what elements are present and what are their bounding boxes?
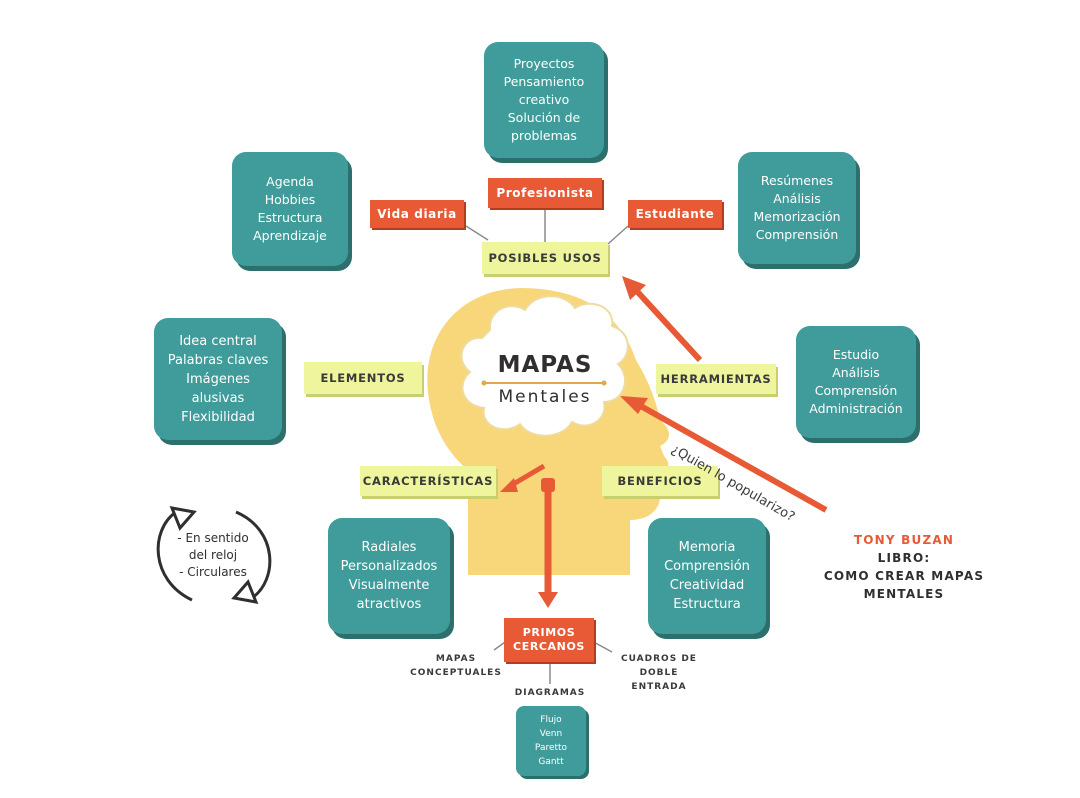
professional-label: Profesionista <box>488 178 602 208</box>
close-relatives-line-1: PRIMOS <box>522 626 576 639</box>
concept-maps-line: CONCEPTUALES <box>410 668 502 678</box>
double-entry-line: DOBLE <box>639 668 679 678</box>
cycle-arrow-left <box>156 510 193 602</box>
daily-label: Vida diaria <box>370 200 464 228</box>
center-subtitle: Mentales <box>498 387 592 407</box>
concept-maps-line: MAPAS <box>435 654 477 664</box>
close-relatives-label: PRIMOS CERCANOS <box>504 618 594 662</box>
benefits-item: Creatividad <box>669 578 745 593</box>
professional-item: Pensamiento <box>503 74 585 89</box>
tools-item: Estudio <box>832 347 880 362</box>
possible-uses-label: POSIBLES USOS <box>482 242 608 274</box>
professional-item: Proyectos <box>513 56 575 71</box>
direction-item: - En sentido <box>177 531 249 545</box>
direction-note: - En sentido del reloj - Circulares <box>170 530 256 581</box>
double-entry-tables-label: CUADROS DE DOBLE ENTRADA <box>612 652 706 694</box>
elements-label: ELEMENTOS <box>304 362 422 394</box>
diagrams-item: Venn <box>539 729 563 739</box>
student-item: Análisis <box>773 191 821 206</box>
daily-uses-box: Agenda Hobbies Estructura Aprendizaje <box>232 152 348 266</box>
elements-item: Imágenes <box>186 371 250 387</box>
tools-box: Estudio Análisis Comprensión Administrac… <box>796 326 916 438</box>
student-item: Resúmenes <box>760 173 834 188</box>
characteristics-item: atractivos <box>356 597 422 612</box>
direction-item: del reloj <box>188 548 238 562</box>
elements-box: Idea central Palabras claves Imágenes al… <box>154 318 282 440</box>
tools-item: Análisis <box>832 365 880 380</box>
daily-item: Estructura <box>257 210 323 225</box>
daily-item: Agenda <box>266 174 314 189</box>
characteristics-item: Radiales <box>361 540 417 555</box>
student-item: Comprensión <box>755 227 839 242</box>
tools-item: Comprensión <box>814 383 898 398</box>
benefits-item: Estructura <box>673 597 741 612</box>
diagrams-item: Flujo <box>540 715 562 725</box>
characteristics-label: CARACTERÍSTICAS <box>360 466 496 496</box>
direction-item: - Circulares <box>179 565 247 579</box>
characteristics-item: Visualmente <box>348 578 430 593</box>
thought-cloud <box>460 295 629 437</box>
professional-item: problemas <box>511 128 577 143</box>
book-title-line-2: MENTALES <box>863 587 945 601</box>
double-entry-line: CUADROS DE <box>621 654 697 664</box>
diagrams-box: Flujo Venn Paretto Gantt <box>516 706 586 776</box>
elements-item: Flexibilidad <box>181 409 255 425</box>
close-relatives-line-2: CERCANOS <box>513 640 585 653</box>
diagrams-item: Gantt <box>538 757 564 767</box>
popularized-author: TONY BUZAN <box>853 533 955 547</box>
diagrams-item: Paretto <box>534 743 568 753</box>
elements-item: Idea central <box>179 333 257 349</box>
diagrams-label: DIAGRAMAS <box>514 688 586 698</box>
student-uses-box: Resúmenes Análisis Memorización Comprens… <box>738 152 856 264</box>
benefits-item: Comprensión <box>664 559 750 574</box>
double-entry-line: ENTRADA <box>631 682 687 692</box>
benefits-label: BENEFICIOS <box>602 466 718 496</box>
book-title-line-1: COMO CREAR MAPAS <box>823 569 985 583</box>
concept-maps-label: MAPAS CONCEPTUALES <box>404 652 508 680</box>
student-item: Memorización <box>753 209 841 224</box>
characteristics-box: Radiales Personalizados Visualmente atra… <box>328 518 450 634</box>
tools-item: Administración <box>809 401 903 416</box>
benefits-item: Memoria <box>678 540 736 555</box>
tools-label: HERRAMIENTAS <box>656 364 776 394</box>
benefits-box: Memoria Comprensión Creatividad Estructu… <box>648 518 766 634</box>
elements-item: alusivas <box>191 390 245 406</box>
professional-item: Solución de <box>507 110 581 125</box>
elements-item: Palabras claves <box>167 352 269 368</box>
characteristics-item: Personalizados <box>340 559 438 574</box>
daily-item: Aprendizaje <box>253 228 327 243</box>
professional-uses-box: Proyectos Pensamiento creativo Solución … <box>484 42 604 158</box>
cycle-arrow-right <box>235 510 272 600</box>
professional-item: creativo <box>518 92 570 107</box>
center-title: MAPAS <box>497 352 593 378</box>
daily-item: Hobbies <box>264 192 316 207</box>
book-label: LIBRO: <box>877 551 931 565</box>
student-label: Estudiante <box>628 200 722 228</box>
